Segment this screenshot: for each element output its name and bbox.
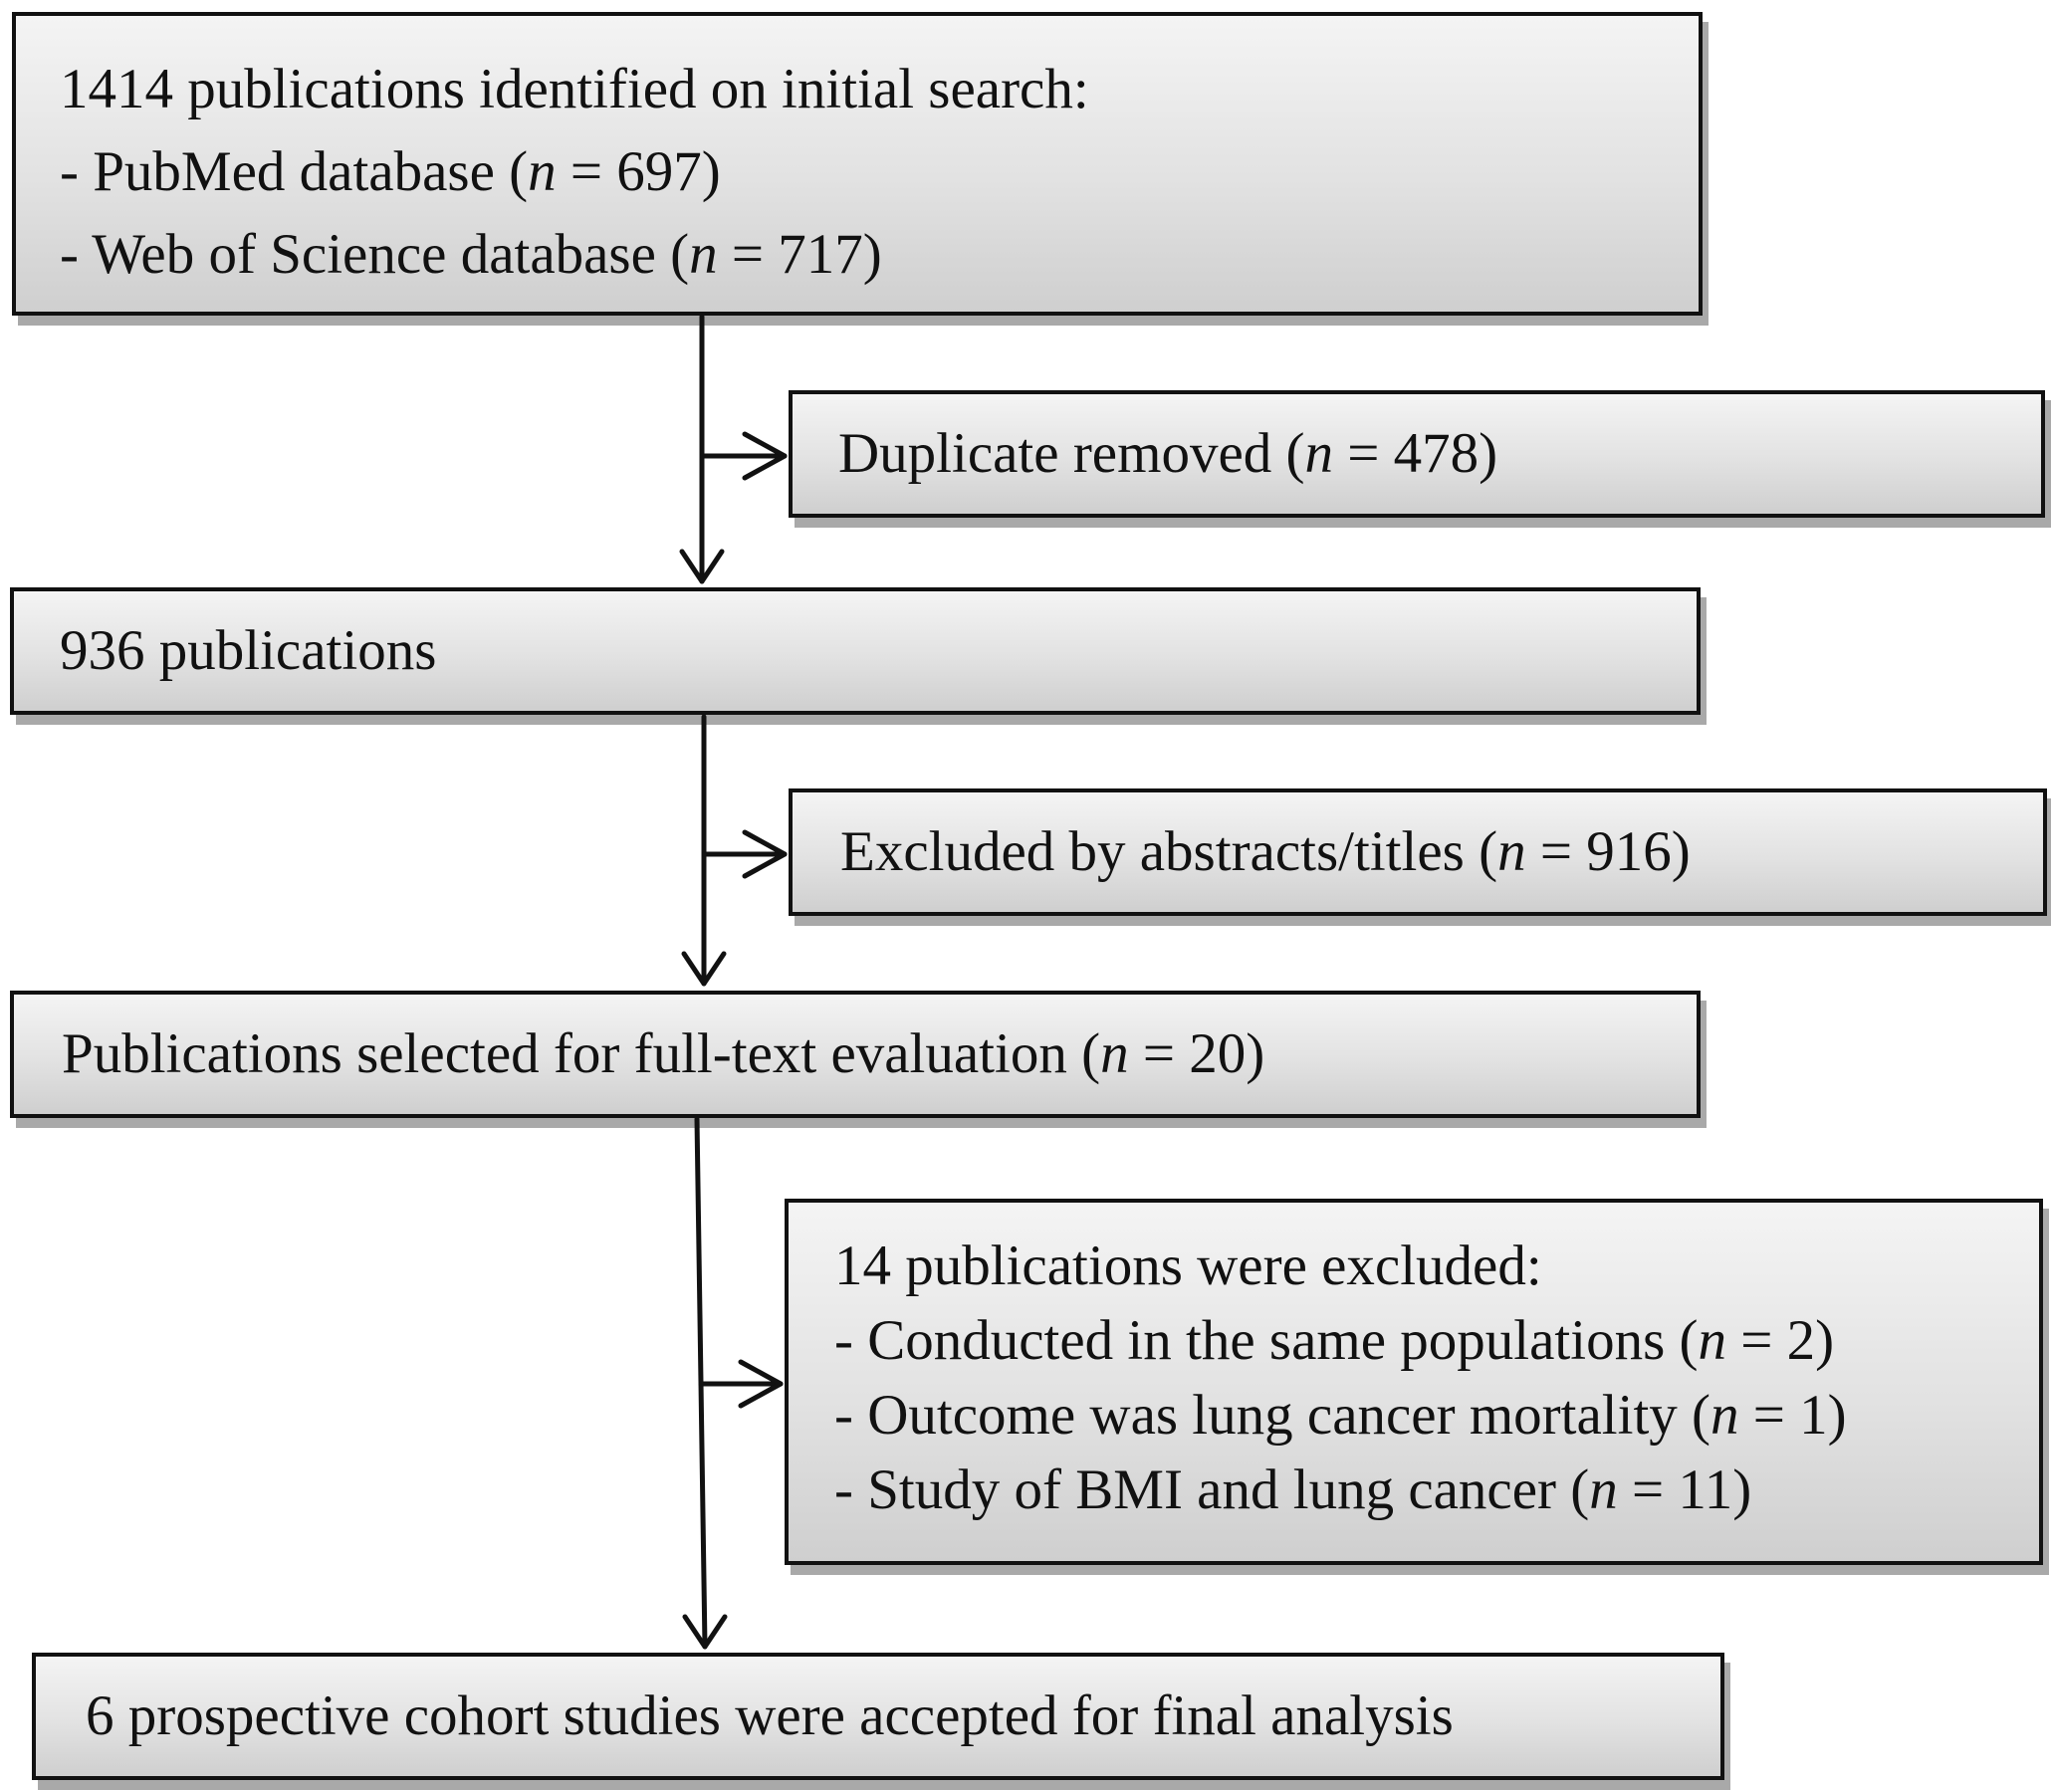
screened-publications-box: 936 publications [10, 587, 1701, 715]
search-results-title: 1414 publications identified on initial … [60, 58, 1089, 120]
web-of-science-count-line: - Web of Science database (n = 717) [60, 223, 882, 286]
arrowhead-screened-to-fulltext [681, 951, 727, 987]
search-results-box: 1414 publications identified on initial … [12, 12, 1703, 316]
exclusion-reason-bmi-studies: - Study of BMI and lung cancer (n = 11) [834, 1458, 1752, 1521]
excluded-fulltext-box: 14 publications were excluded: - Conduct… [785, 1199, 2043, 1565]
excluded-fulltext-title: 14 publications were excluded: [834, 1234, 1542, 1297]
arrowhead-search-to-screened [679, 549, 725, 584]
final-analysis-text: 6 prospective cohort studies were accept… [86, 1684, 1454, 1747]
excluded-abstracts-box: Excluded by abstracts/titles (n = 916) [789, 788, 2047, 916]
arrowhead-fulltext-to-final [682, 1614, 728, 1650]
arrowhead-to-excluded-abstracts [742, 829, 788, 879]
exclusion-reason-mortality-outcome: - Outcome was lung cancer mortality (n =… [834, 1384, 1847, 1447]
excluded-abstracts-text: Excluded by abstracts/titles (n = 916) [840, 820, 1691, 883]
final-analysis-box: 6 prospective cohort studies were accept… [32, 1653, 1724, 1780]
arrowhead-to-duplicates [742, 431, 788, 481]
exclusion-reason-same-populations: - Conducted in the same populations (n =… [834, 1309, 1835, 1372]
duplicates-removed-text: Duplicate removed (n = 478) [838, 422, 1498, 485]
duplicates-removed-box: Duplicate removed (n = 478) [789, 390, 2045, 518]
screened-publications-text: 936 publications [60, 619, 437, 682]
pubmed-count-line: - PubMed database (n = 697) [60, 140, 721, 203]
fulltext-evaluation-text: Publications selected for full-text eval… [62, 1022, 1265, 1085]
fulltext-evaluation-box: Publications selected for full-text eval… [10, 991, 1701, 1118]
arrowhead-to-excluded-fulltext [738, 1359, 784, 1409]
